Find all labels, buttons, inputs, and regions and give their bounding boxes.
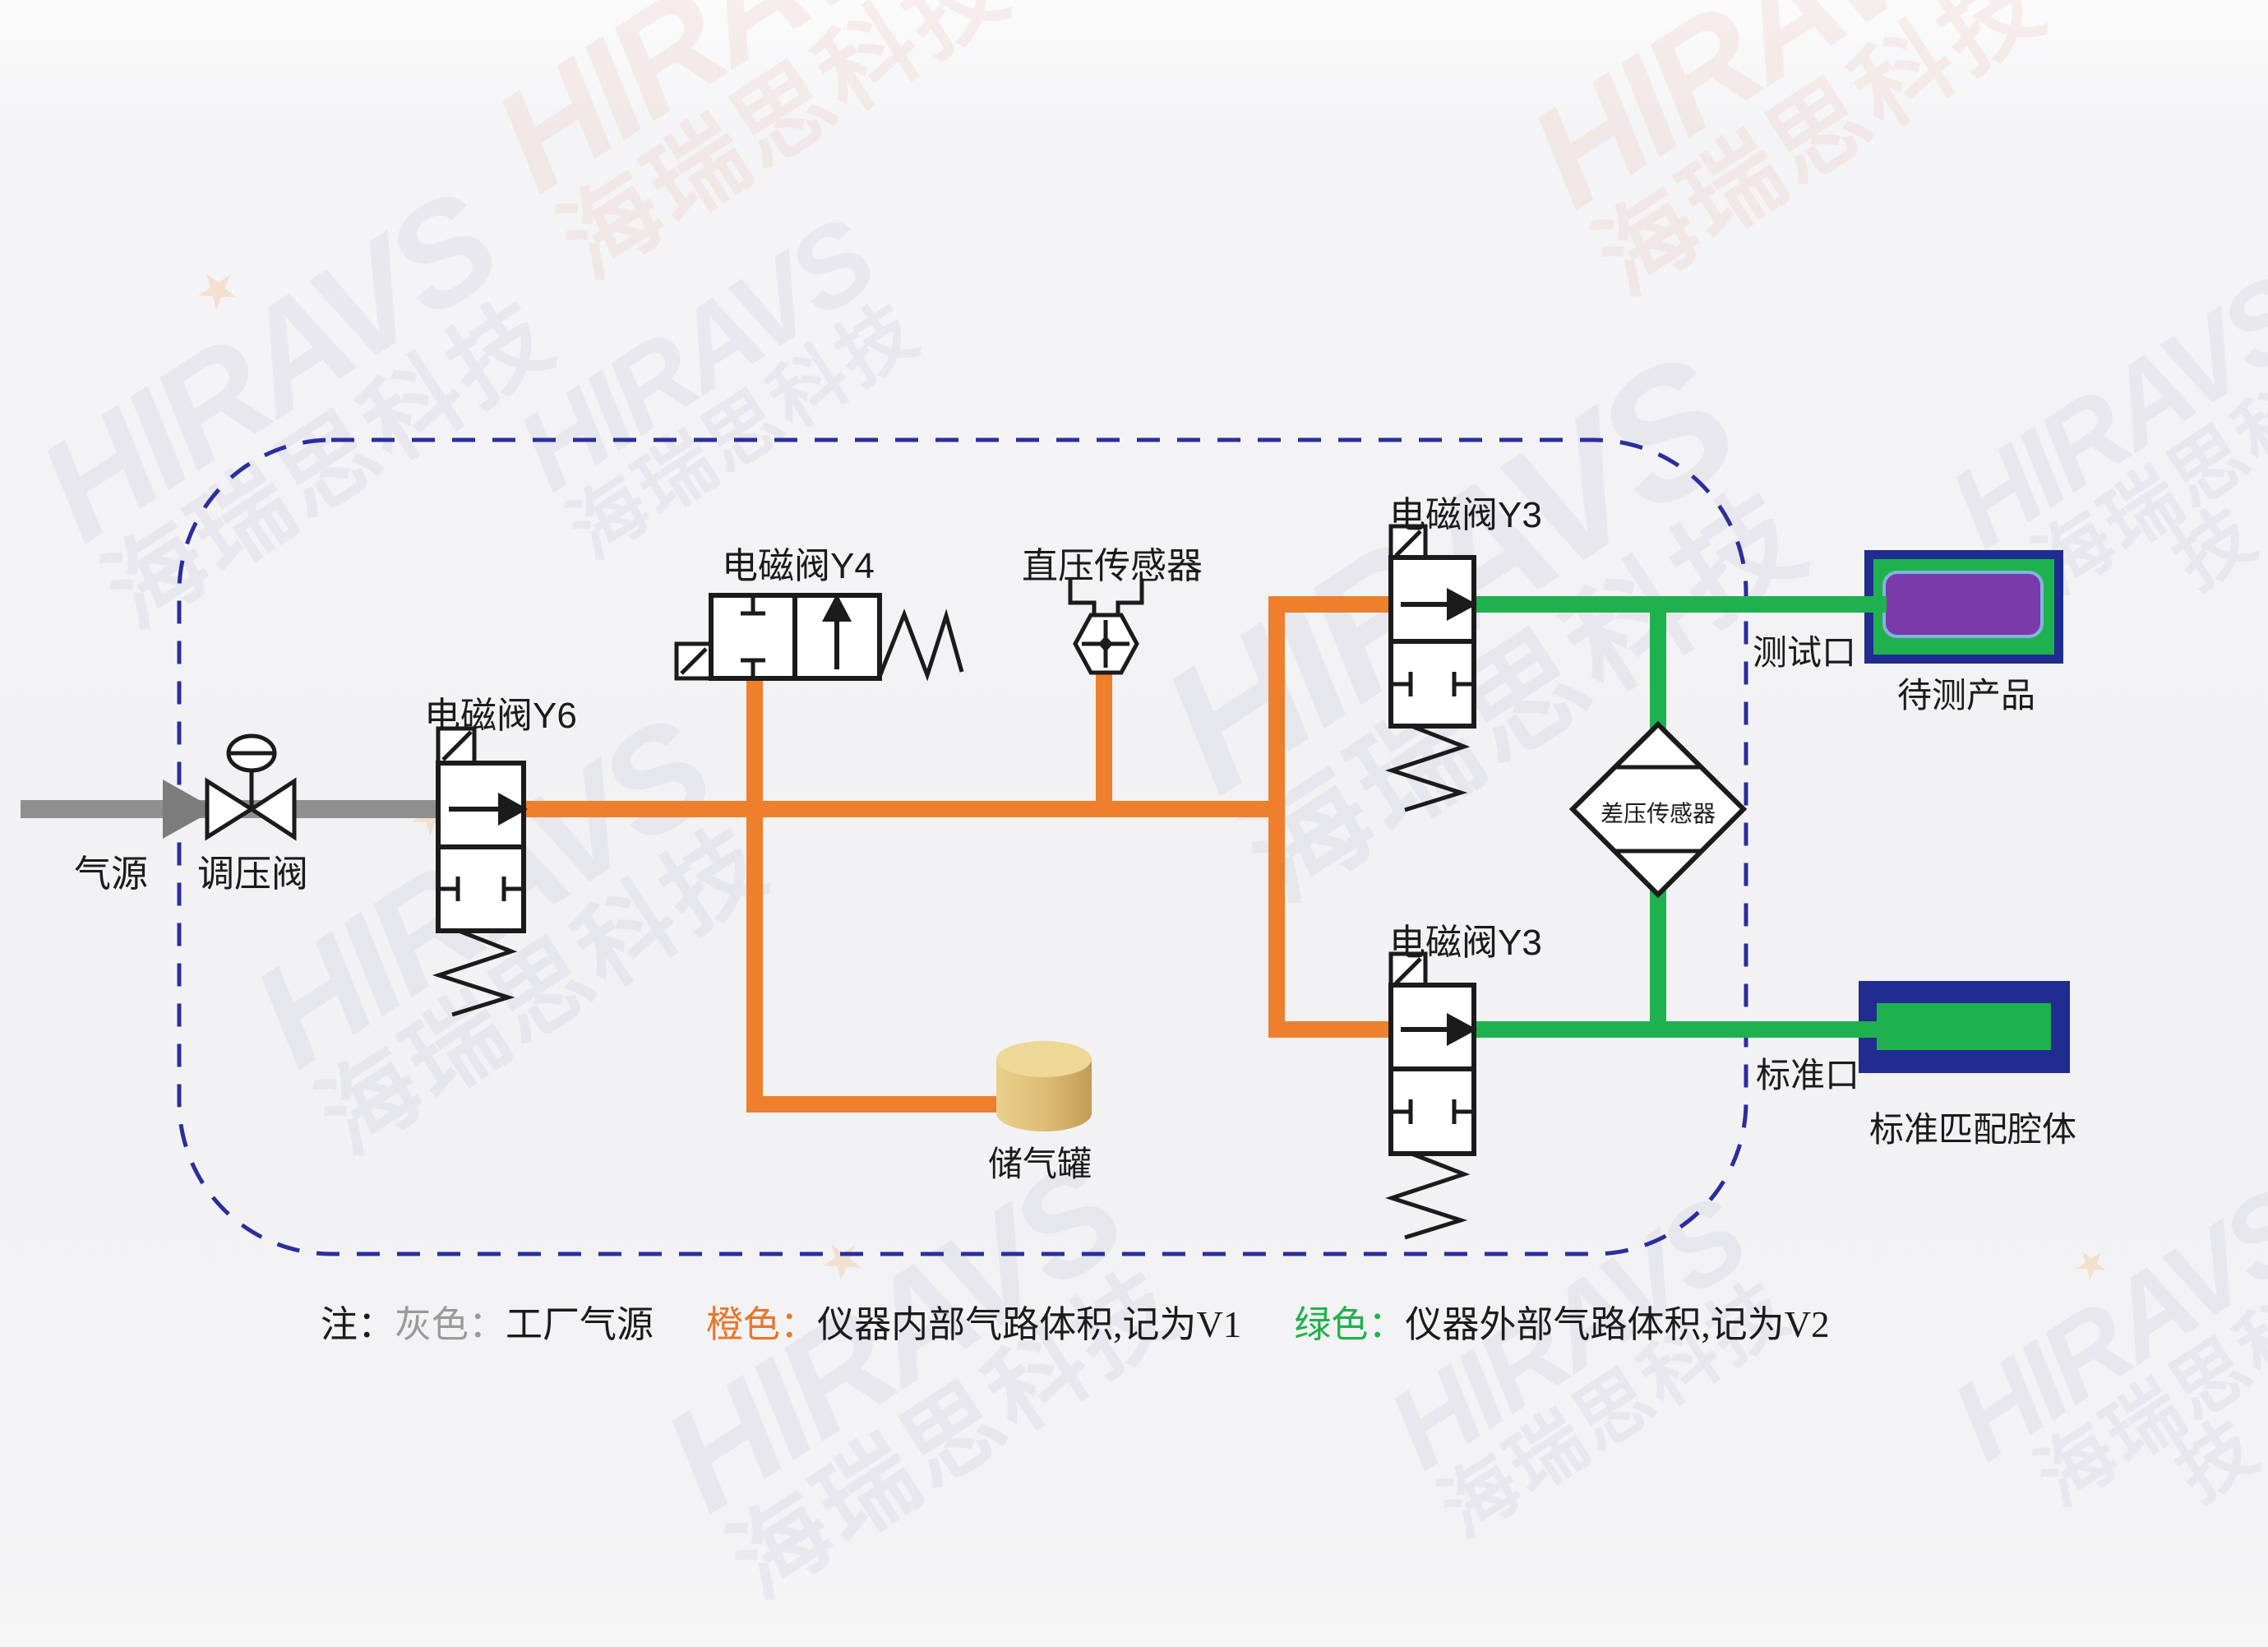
legend-gray-text: 工厂气源 (506, 1304, 654, 1345)
standard-port-label: 标准口 (1756, 1057, 1860, 1095)
brand-watermark: HIRAVS 海瑞思科技 (497, 196, 935, 575)
legend-item-gray: 注：灰色：工厂气源 (321, 1294, 654, 1348)
product-chamber-seal (1873, 559, 2054, 655)
legend-note-prefix: 注： (321, 1304, 395, 1345)
legend-gray-key: 灰色： (395, 1304, 506, 1345)
product-chamber-shell (1864, 550, 2063, 664)
color-legend: 注：灰色：工厂气源 橙色：仪器内部气路体积,记为V1 绿色：仪器外部气路体积,记… (321, 1294, 1830, 1348)
valve-y3-top-label: 电磁阀Y3 (1389, 495, 1542, 535)
legend-green-text: 仪器外部气路体积,记为V2 (1405, 1304, 1830, 1345)
brand-watermark: HIRAVS 海瑞思科技 (1504, 0, 2065, 316)
test-port-label: 测试口 (1753, 635, 1857, 673)
regulator-valve-symbol (205, 733, 297, 841)
regulator-label: 调压阀 (197, 854, 309, 895)
valve-y4-label: 电磁阀Y4 (722, 546, 875, 586)
legend-item-orange: 橙色：仪器内部气路体积,记为V1 (706, 1294, 1241, 1348)
brand-watermark: HIRAVS 海瑞思科技 (1129, 320, 1831, 927)
product-label: 待测产品 (1897, 678, 2036, 715)
source-label: 气源 (74, 854, 149, 895)
valve-y3-bottom-label: 电磁阀Y3 (1389, 923, 1542, 963)
direct-pressure-sensor-symbol (1068, 579, 1144, 675)
direct-pressure-sensor-label: 直压传感器 (1022, 546, 1203, 586)
standard-cavity-shell (1859, 981, 2070, 1073)
flow-arrow-icon (163, 780, 215, 839)
brand-watermark: ★ HIRAVS 海瑞思科技 (0, 130, 574, 648)
tank-label: 储气罐 (988, 1145, 1092, 1183)
valve-y4-symbol (674, 593, 964, 682)
product-under-test-body (1882, 571, 2044, 638)
standard-cavity-volume (1877, 1003, 2051, 1050)
brand-watermark: ★ HIRAVS 海瑞思科技 (637, 1133, 1199, 1619)
legend-item-green: 绿色：仪器外部气路体积,记为V2 (1294, 1294, 1829, 1348)
standard-cavity-label: 标准匹配腔体 (1869, 1112, 2077, 1150)
brand-watermark: HIRAVS 海瑞思科技 (1368, 1174, 1806, 1553)
legend-orange-key: 橙色： (706, 1304, 818, 1345)
brand-watermark: ★ HIRAVS 海瑞思科技 (1931, 1165, 2268, 1523)
diff-pressure-sensor-label: 差压传感器 (1601, 801, 1716, 826)
valve-y3-bottom-symbol (1384, 951, 1477, 1240)
valve-y6-label: 电磁阀Y6 (424, 696, 577, 736)
legend-orange-text: 仪器内部气路体积,记为V1 (817, 1304, 1242, 1345)
legend-green-key: 绿色： (1294, 1304, 1406, 1345)
